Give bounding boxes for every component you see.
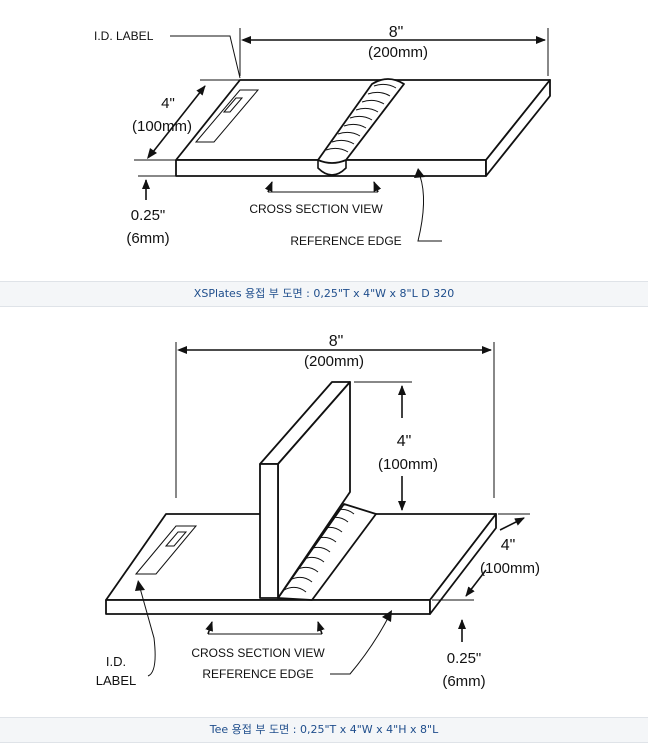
height-dimension: [354, 381, 412, 511]
height-mm-text: (100mm): [378, 456, 438, 473]
height-inches-text: 4": [397, 433, 412, 450]
reference-edge-leader: [330, 617, 389, 675]
tee-weld-drawing: 8" (200mm) 4" (100mm) 4" (100mm) 0.25" (…: [96, 333, 540, 690]
reference-edge-text: REFERENCE EDGE: [202, 667, 313, 681]
length-dimension: [239, 28, 549, 76]
width-inches-text: 4": [501, 537, 516, 554]
weld-bead: [317, 78, 405, 176]
thickness-mm-text: (6mm): [442, 673, 485, 690]
width-dimension: [134, 79, 240, 161]
reference-edge-text: REFERENCE EDGE: [290, 234, 401, 248]
tee-weld-fillet: [277, 503, 377, 601]
thickness-dimension: [138, 175, 176, 200]
butt-weld-plate-drawing: I.D. LABEL 8" (200mm) 4" (100mm) 0.25" (…: [94, 24, 551, 248]
length-mm-text: (200mm): [304, 353, 364, 370]
id-label-box: [134, 525, 198, 575]
id-label-line2-text: LABEL: [96, 673, 136, 688]
thickness-inches-text: 0.25": [447, 650, 482, 667]
thickness-inches-text: 0.25": [131, 207, 166, 224]
width-inches-text: 4": [161, 95, 175, 112]
cross-section-text: CROSS SECTION VIEW: [249, 202, 383, 216]
cross-section-text: CROSS SECTION VIEW: [191, 646, 325, 660]
thickness-mm-text: (6mm): [126, 230, 169, 247]
width-dimension: [432, 513, 530, 601]
id-label-leader: [170, 35, 241, 79]
length-inches-text: 8": [329, 333, 344, 350]
id-label-text: I.D. LABEL: [94, 29, 154, 43]
vertical-plate: [259, 381, 351, 599]
butt-weld-caption: XSPlates 용접 부 도면 : 0,25"T x 4"W x 8"L D …: [0, 281, 648, 307]
tee-weld-diagram: 8" (200mm) 4" (100mm) 4" (100mm) 0.25" (…: [0, 308, 648, 716]
id-label-leader: [139, 587, 156, 677]
cross-section-bracket: [205, 621, 325, 635]
width-mm-text: (100mm): [480, 560, 540, 577]
cross-section-bracket: [264, 181, 382, 193]
reference-edge-leader: [417, 175, 442, 242]
id-label-line1-text: I.D.: [106, 654, 126, 669]
length-dimension: [175, 342, 495, 498]
tee-weld-caption: Tee 용접 부 도면 : 0,25"T x 4"W x 4"H x 8"L: [0, 717, 648, 743]
width-mm-text: (100mm): [132, 118, 192, 135]
id-label-box: [194, 89, 260, 143]
butt-weld-plate-diagram: I.D. LABEL 8" (200mm) 4" (100mm) 0.25" (…: [0, 0, 648, 280]
length-inches-text: 8": [389, 24, 404, 41]
length-mm-text: (200mm): [368, 44, 428, 61]
